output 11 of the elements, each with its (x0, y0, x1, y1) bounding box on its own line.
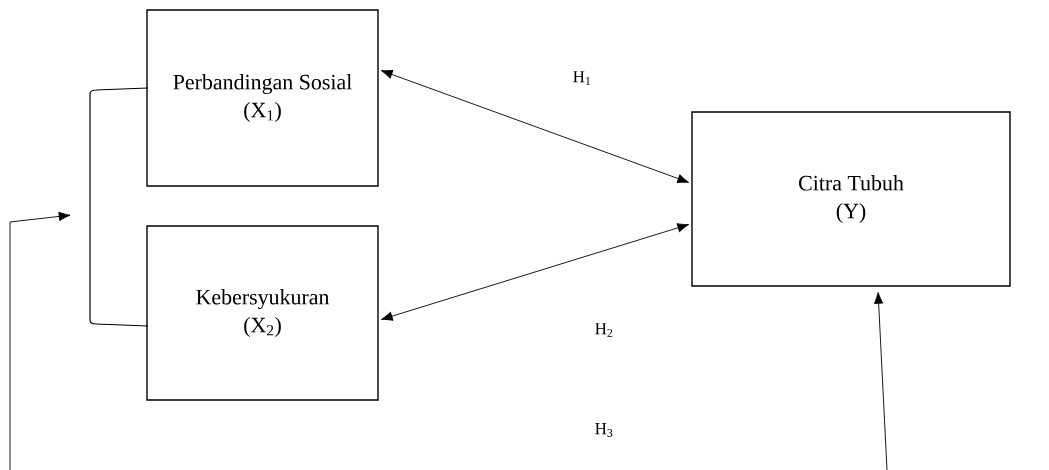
edge-label: H$_{1}$ (571, 70, 593, 86)
arrow (9, 211, 71, 470)
edge-label: H$_{2}$ (593, 322, 615, 338)
hypothesis-label: H$_{3}$ (595, 423, 613, 437)
variable-box: Citra Tubuh (Y) (691, 111, 1011, 287)
arrow (873, 292, 888, 470)
variable-box: Kebersyukuran (X$_{2}$) (146, 225, 379, 401)
arrow (380, 69, 690, 184)
arrow (381, 223, 690, 321)
bracket (89, 87, 149, 327)
variable-box: Perbandingan Sosial (X$_{1}$) (146, 9, 379, 187)
